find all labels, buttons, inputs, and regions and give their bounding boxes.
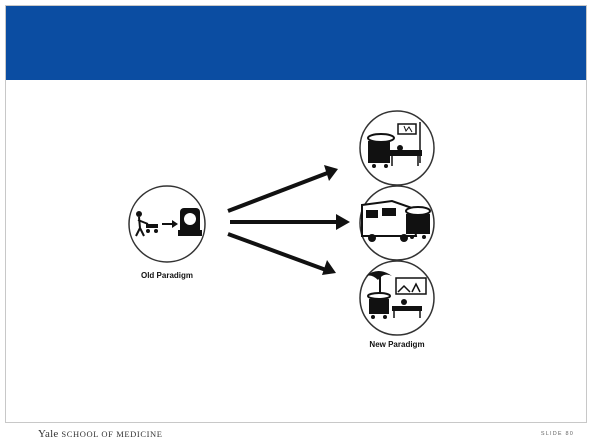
arrow-to-ambulance	[230, 214, 350, 230]
arrow-to-bedside	[227, 165, 338, 213]
slide-number: SLIDE 80	[540, 431, 574, 437]
field-scanner-icon	[359, 260, 435, 336]
yale-logo: Yale SCHOOL OF MEDICINE	[38, 428, 163, 440]
old-paradigm-label: Old Paradigm	[140, 271, 193, 280]
bedside-scanner-icon	[359, 110, 435, 186]
old-paradigm-icon	[128, 185, 206, 263]
new-paradigm-label: New Paradigm	[369, 340, 425, 349]
logo-sub-text: SCHOOL OF MEDICINE	[61, 429, 163, 439]
slide-header-band	[6, 6, 586, 80]
mobile-stroke-unit-icon	[359, 185, 435, 261]
logo-main-text: Yale	[38, 428, 59, 440]
arrow-to-field	[227, 232, 336, 275]
